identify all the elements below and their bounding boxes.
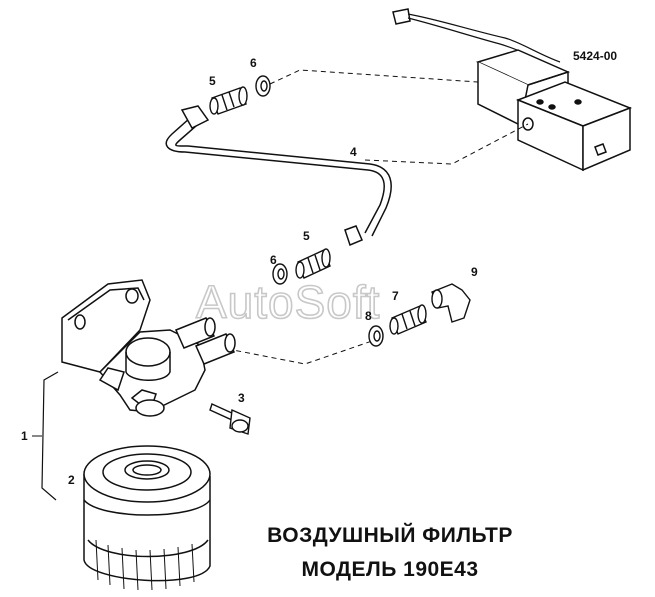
callout-6-upper: 6 (250, 56, 257, 70)
filter-cartridge (83, 445, 211, 591)
washer-upper (255, 75, 271, 97)
solenoid-valve-assembly (392, 8, 633, 172)
fitting-upper (209, 86, 248, 115)
callout-3: 3 (238, 391, 245, 405)
callout-8: 8 (365, 309, 372, 323)
callout-2: 2 (68, 473, 75, 487)
washer-lower (368, 325, 384, 347)
callout-9: 9 (471, 265, 478, 279)
callout-4: 4 (350, 145, 357, 159)
callout-1: 1 (21, 429, 28, 443)
washer-middle (272, 263, 288, 285)
watermark: AutoSoft (196, 276, 380, 328)
fitting-middle (295, 248, 331, 279)
reference-code: 5424-00 (573, 49, 617, 63)
diagram-title-line-1: ВОЗДУШНЫЙ ФИЛЬТР (267, 524, 513, 547)
filter-head-housing (61, 279, 236, 417)
callout-5-upper: 5 (209, 74, 216, 88)
assembly-bracket (41, 371, 59, 501)
fitting-lower (389, 304, 427, 335)
callout-7: 7 (392, 289, 399, 303)
air-pipe (165, 105, 392, 247)
diagram-title-line-2: МОДЕЛЬ 190Е43 (301, 558, 479, 581)
callout-5-middle: 5 (303, 229, 310, 243)
callout-6-middle: 6 (270, 253, 277, 267)
elbow-fitting (431, 283, 471, 323)
bolt (209, 403, 251, 435)
